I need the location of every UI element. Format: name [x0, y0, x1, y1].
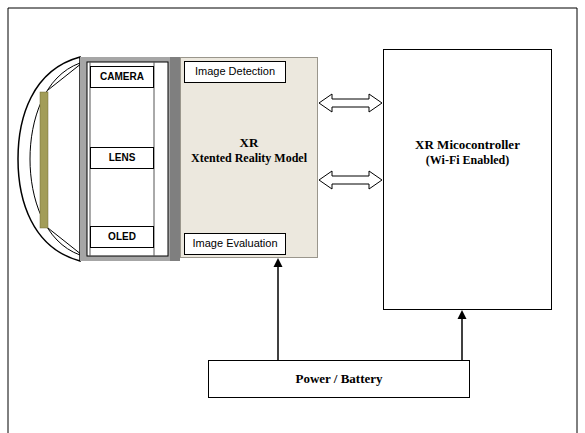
node-label: Power / Battery: [295, 371, 382, 387]
data-link-arrow: [319, 94, 382, 112]
controller-box: XR Micocontroller(Wi-Fi Enabled): [383, 49, 552, 310]
visor-edge-line: [48, 228, 82, 255]
node-label: CAMERA: [100, 71, 144, 84]
display-strip: [40, 92, 48, 228]
component-box: OLED: [90, 226, 154, 248]
headset-divider: [170, 57, 180, 261]
node-label: Image Detection: [195, 65, 275, 79]
component-box: LENS: [90, 147, 154, 169]
power-arrow: [458, 310, 467, 360]
arrow-head: [458, 310, 467, 319]
power-arrow: [274, 258, 283, 360]
node-label: XR: [240, 135, 259, 151]
function-box: Image Evaluation: [184, 233, 286, 255]
arrow-shaft: [277, 267, 279, 360]
data-link-arrow: [319, 171, 382, 189]
double-arrow-shape: [319, 94, 382, 112]
node-label: Image Evaluation: [193, 237, 278, 251]
component-box: CAMERA: [90, 66, 154, 88]
visor-outline: [18, 57, 80, 261]
node-sublabel: (Wi-Fi Enabled): [426, 153, 509, 168]
model-panel: XRXtented Reality Model Image DetectionIm…: [180, 57, 318, 258]
node-label: OLED: [108, 231, 136, 244]
visor-edge-line: [48, 63, 82, 90]
function-box: Image Detection: [184, 61, 286, 83]
power-box: Power / Battery: [208, 360, 470, 398]
arrow-shaft: [461, 319, 463, 360]
node-sublabel: Xtented Reality Model: [191, 151, 307, 166]
optics-column: [87, 62, 168, 256]
double-arrow-shape: [319, 171, 382, 189]
headset-frame: [80, 57, 180, 261]
arrow-head: [274, 258, 283, 267]
node-label: XR Micocontroller: [415, 137, 520, 153]
figure-frame: [8, 8, 577, 433]
visor-inner-curve: [30, 63, 80, 255]
node-label: LENS: [109, 152, 136, 165]
